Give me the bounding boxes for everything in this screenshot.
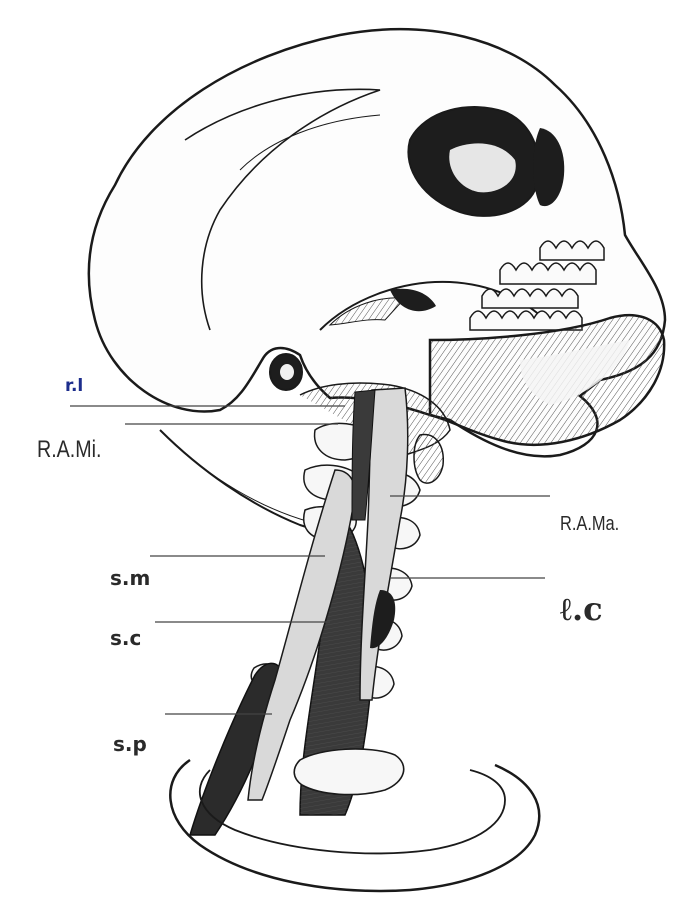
label-rl: r.l (65, 378, 83, 395)
hyoid-lobe (414, 435, 443, 484)
mastoid-inner (280, 364, 294, 380)
label-lc: ℓ.c (560, 593, 603, 625)
label-rami: R.A.Mi. (37, 438, 102, 462)
label-rama: R.A.Ma. (560, 514, 619, 534)
label-sm: s.m (110, 568, 150, 588)
thoracic-vertebra (294, 749, 403, 795)
skull-lower-contour-2 (170, 440, 310, 522)
label-sp: s.p (113, 734, 147, 754)
label-sc: s.c (110, 628, 141, 648)
